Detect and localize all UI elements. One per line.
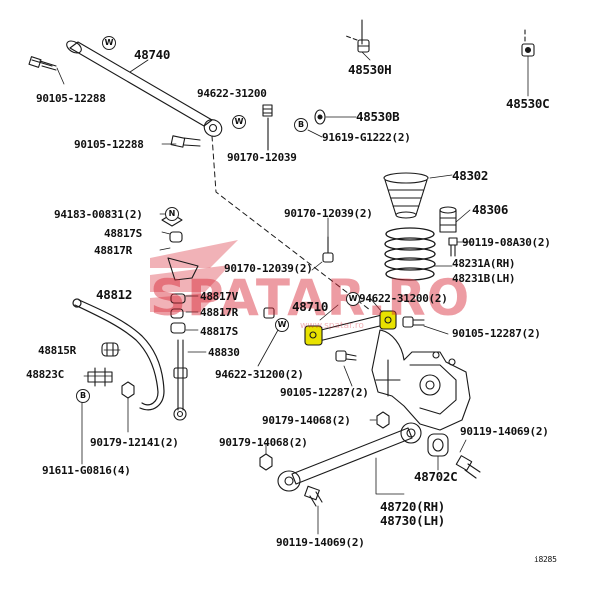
leader-lines	[56, 51, 529, 535]
watermark-text: SPATAR.RO	[150, 269, 471, 327]
stabilizer-link-48830	[173, 339, 188, 421]
nut-90179-14068-lower	[259, 453, 273, 471]
nut-90170-12039-mid	[322, 236, 334, 263]
part-label-90105-12287: 90105-12287(2)	[280, 386, 369, 399]
part-label-48231a: 48231A(RH)	[452, 257, 516, 270]
part-label-91611-g0816: 91611-G0816(4)	[42, 464, 131, 477]
part-label-48823c: 48823C	[26, 368, 64, 381]
part-label-90119-08a30: 90119-08A30(2)	[462, 236, 551, 249]
part-label-90170-12039: 90170-12039(2)	[284, 207, 373, 220]
upper-control-arm-48740	[66, 40, 223, 137]
part-label-48306: 48306	[472, 202, 509, 217]
part-label-90119-14069: 90119-14069(2)	[460, 425, 549, 438]
part-label-48530c: 48530C	[506, 96, 550, 111]
part-label-48530h: 48530H	[348, 62, 392, 77]
part-label-48817v: 48817V	[200, 290, 238, 303]
part-label-48730: 48730(LH)	[380, 513, 446, 528]
symbol-w: W	[232, 115, 246, 129]
bolt-90105-12287-left	[335, 350, 357, 362]
bolt-90105-12288-right	[170, 135, 201, 148]
part-label-48231b: 48231B(LH)	[452, 272, 516, 285]
part-label-94622-31200: 94622-31200(2)	[215, 368, 304, 381]
part-label-48815r: 48815R	[38, 344, 76, 357]
part-label-48830: 48830	[208, 346, 240, 359]
axle-knuckle	[371, 329, 471, 431]
symbol-b: B	[294, 118, 308, 132]
part-label-90105-12288: 90105-12288	[74, 138, 144, 151]
spring-bumper-48306	[439, 206, 457, 233]
shock-cushion-48530b	[314, 109, 326, 125]
part-label-90179-12141: 90179-12141(2)	[90, 436, 179, 449]
part-label-48740: 48740	[134, 47, 171, 62]
coil-spring-48231	[384, 227, 436, 281]
part-label-90119-14069: 90119-14069(2)	[276, 536, 365, 549]
part-label-48710: 48710	[292, 299, 329, 314]
symbol-w: W	[102, 36, 116, 50]
bolt-90119-14069-right	[455, 455, 481, 479]
lower-control-arm-48720	[277, 422, 422, 492]
bolt-90105-12287-right	[402, 316, 425, 328]
shock-mount-48530h	[345, 19, 370, 53]
part-label-90170-12039: 90170-12039	[227, 151, 297, 164]
stabilizer-bar-48812	[72, 298, 165, 411]
part-label-90170-12039: 90170-12039(2)	[224, 262, 313, 275]
nut-90179-14068-upper	[376, 411, 390, 429]
bolt-90119-14069-lower	[304, 485, 323, 507]
part-label-94622-31200: 94622-31200	[197, 87, 267, 100]
part-label-94622-31200: 94622-31200(2)	[359, 292, 448, 305]
watermark-subtitle: www.spatar.ro	[300, 321, 364, 331]
symbol-n: N	[165, 207, 179, 221]
part-label-90179-14068: 90179-14068(2)	[262, 414, 351, 427]
symbol-w: W	[346, 292, 360, 306]
part-label-91619-g1222: 91619-G1222(2)	[322, 131, 411, 144]
bushing-48702c	[427, 433, 449, 457]
part-label-90105-12288: 90105-12288	[36, 92, 106, 105]
spring-bumper-48302	[383, 172, 429, 219]
part-label-48720: 48720(RH)	[380, 499, 446, 514]
part-label-48302: 48302	[452, 168, 489, 183]
part-label-90105-12287: 90105-12287(2)	[452, 327, 541, 340]
drawing-reference: i8285	[534, 555, 557, 564]
watermark-logo	[150, 240, 238, 312]
part-label-48817r: 48817R	[200, 306, 238, 319]
lateral-rod-48710	[304, 310, 397, 346]
symbol-b: B	[76, 389, 90, 403]
part-label-48812: 48812	[96, 287, 133, 302]
nut-near-48710	[263, 307, 275, 319]
bolt-90119-08a30	[448, 237, 458, 257]
part-label-48817s: 48817S	[104, 227, 142, 240]
shock-cushion-48530c	[521, 29, 535, 57]
guide-line	[211, 135, 371, 311]
bushing-48815r	[101, 342, 119, 357]
part-label-90179-14068: 90179-14068(2)	[219, 436, 308, 449]
symbol-w: W	[275, 318, 289, 332]
part-label-94183-00831: 94183-00831(2)	[54, 208, 143, 221]
bolt-90105-12288-left	[28, 56, 57, 71]
nut-90170-12039-top	[262, 104, 273, 151]
part-label-48817r: 48817R	[94, 244, 132, 257]
part-label-48530b: 48530B	[356, 109, 400, 124]
nut-90179-12141	[121, 381, 135, 399]
part-label-48817s: 48817S	[200, 325, 238, 338]
part-label-48702c: 48702C	[414, 469, 458, 484]
bracket-48823c	[87, 367, 113, 387]
